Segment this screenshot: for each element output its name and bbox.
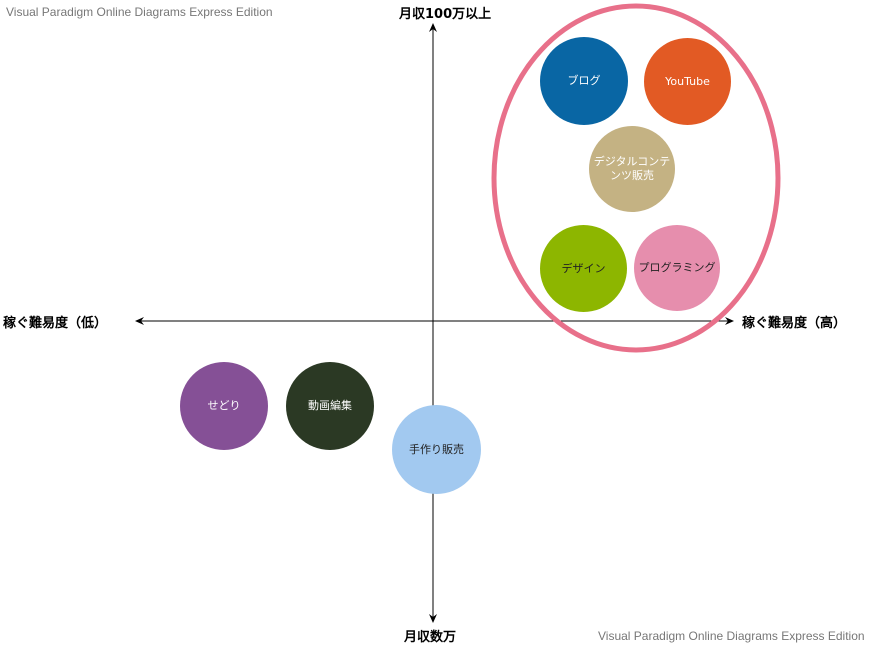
node-youtube[interactable]: YouTube xyxy=(644,38,731,125)
axis-label-bottom: 月収数万 xyxy=(404,630,457,645)
watermark-top: Visual Paradigm Online Diagrams Express … xyxy=(6,5,273,19)
highlight-ellipse xyxy=(491,3,781,353)
node-blog[interactable]: ブログ xyxy=(540,37,628,125)
node-video-editing[interactable]: 動画編集 xyxy=(286,362,374,450)
node-digital-content[interactable]: デジタルコンテンツ販売 xyxy=(589,126,675,212)
node-design[interactable]: デザイン xyxy=(540,225,627,312)
node-sedori[interactable]: せどり xyxy=(180,362,268,450)
node-programming[interactable]: プログラミング xyxy=(634,225,720,311)
node-handmade[interactable]: 手作り販売 xyxy=(392,405,481,494)
axis-label-top: 月収100万以上 xyxy=(399,7,492,22)
axis-label-left: 稼ぐ難易度（低） xyxy=(3,316,108,331)
axis-label-right: 稼ぐ難易度（高） xyxy=(742,316,847,331)
watermark-bottom: Visual Paradigm Online Diagrams Express … xyxy=(598,629,865,643)
